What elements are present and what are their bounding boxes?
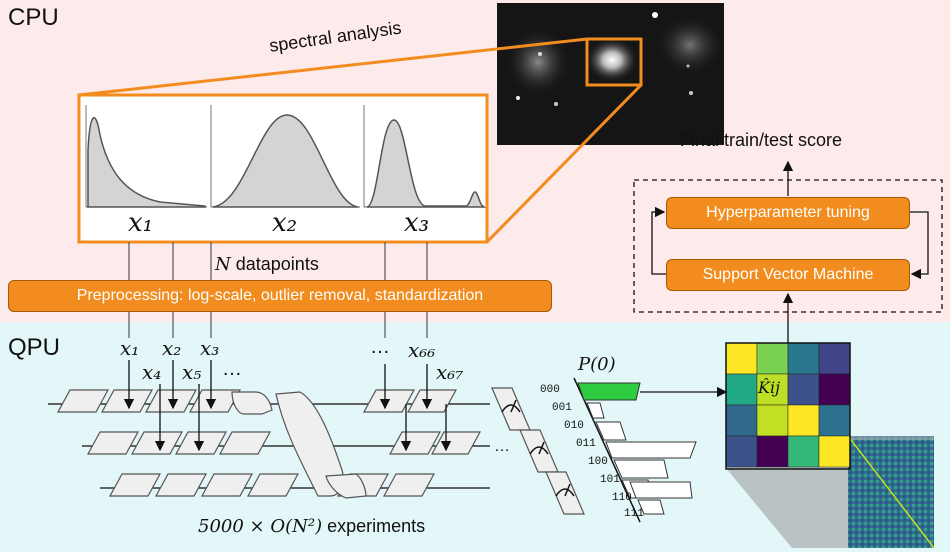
svm-to-tuning-arrow [651,206,668,275]
cpu-label: CPU [8,4,59,31]
meter-icon [491,387,531,431]
kernel-cell [787,373,820,406]
feature-label-x3: x₃ [404,208,430,238]
input-x5: x₅ [182,360,202,384]
circuit-gates [56,389,482,499]
zoom-line-top [78,37,588,97]
meter-ellipsis: … [494,438,510,455]
feature-label-x2: x₂ [272,208,298,238]
kernel-cell [818,373,851,406]
gate [406,389,458,413]
bitstring-001: 001 [552,402,572,414]
svm-box: Support Vector Machine [666,259,910,291]
kernel-entry-label: K̂ij [758,378,781,397]
input-ellipsis-row1: … [370,336,390,358]
kernel-full-matrix [847,435,935,549]
gate [144,389,198,413]
feature-label-x1: x₁ [128,208,154,238]
input-x1: x₁ [120,336,140,360]
gate [108,473,162,497]
final-score-label: Final train/test score [680,130,843,150]
meter-icon [519,429,559,473]
datapoints-text: datapoints [230,254,319,274]
kernel-matrix [725,342,851,468]
kernel-cell [725,435,758,468]
input-x3: x₃ [200,336,220,360]
n-symbol: N [215,254,231,275]
input-ellipsis-row2: … [222,358,242,380]
gate [100,389,154,413]
experiments-math: 5000 × O(N²) [198,516,323,537]
hist-bar-000 [577,382,641,401]
meter-icon [545,471,585,515]
gate [86,431,140,455]
n-datapoints-label: N datapoints [215,254,319,275]
measurement-meters [491,387,585,515]
input-x4: x₄ [142,360,162,384]
kernel-cell [787,404,820,437]
bitstring-011: 011 [576,438,596,450]
galaxy-image [497,3,724,145]
gate [154,473,208,497]
qpu-label: QPU [8,334,61,361]
gate [231,391,273,415]
bitstring-101: 101 [600,474,620,486]
bitstring-100: 100 [588,456,608,468]
input-x2: x₂ [162,336,182,360]
experiments-label: 5000 × O(N²) experiments [198,516,425,537]
gate [200,473,254,497]
plot-x1 [85,105,207,208]
bitstring-111: 111 [624,508,644,520]
gate [430,431,482,455]
bitstring-000: 000 [540,384,560,396]
gate [130,431,184,455]
kernel-cell [725,373,758,406]
data-lines-upper [128,242,428,280]
gate [56,389,110,413]
plot-x3 [363,105,486,208]
zoom-box [585,37,643,87]
gate [388,431,442,455]
kernel-cell [756,435,789,468]
zoom-line-bottom [485,83,643,244]
kernel-cell [725,404,758,437]
kernel-cell [756,404,789,437]
preprocessing-box: Preprocessing: log-scale, outlier remova… [8,280,552,312]
input-x67: x₆₇ [436,360,464,384]
bitstring-110: 110 [612,492,632,504]
gate [174,431,228,455]
data-lines-lower [128,310,428,338]
tuning-to-svm-arrow [910,211,929,280]
kernel-cell [818,342,851,375]
input-arrows [123,360,452,452]
kernel-cell [787,435,820,468]
gate [218,431,272,455]
gate [246,473,300,497]
kernel-cell [756,342,789,375]
probability-histogram [573,377,697,523]
experiments-text: experiments [322,516,426,536]
p0-label: P(0) [578,354,616,375]
input-x66: x₆₆ [408,338,436,362]
kernel-cell [725,342,758,375]
plot-x2 [210,105,360,208]
hyperparameter-tuning-box: Hyperparameter tuning [666,197,910,229]
kernel-cell [818,435,851,468]
kernel-cell [818,404,851,437]
gate [382,473,436,497]
bitstring-010: 010 [564,420,584,432]
gate [325,473,367,499]
kernel-cell [787,342,820,375]
